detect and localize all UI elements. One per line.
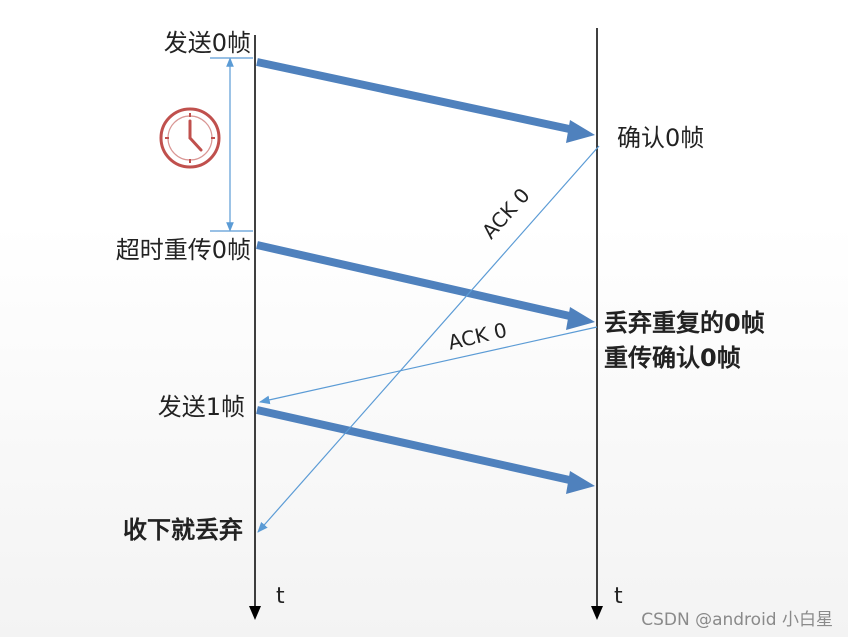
clock-icon [159,107,221,169]
sender-time-label: t [276,584,285,609]
ack0-first-line [257,145,600,533]
receiver-time-label: t [614,584,623,609]
send-frame0-label: 发送0帧 [164,29,251,57]
ack0-first-label: ACK 0 [477,183,535,243]
send-frame1-label: 发送1帧 [158,393,245,421]
timeout-resend-label: 超时重传0帧 [116,236,251,264]
resend-confirm-label: 重传确认0帧 [604,344,741,372]
discard-duplicate-label: 丢弃重复的0帧 [604,309,765,337]
confirm-frame0-label: 确认0帧 [617,124,704,152]
receiver-axis-arrowhead [591,606,603,620]
accept-discard-label: 收下就丢弃 [123,516,243,544]
frame0-arrow [256,58,595,143]
watermark: CSDN @android 小白星 [641,610,833,630]
frame1-arrow [256,406,595,494]
ack0-second-line [258,326,598,405]
sender-axis-arrowhead [249,606,261,620]
frame0-resend-arrow [256,241,595,330]
